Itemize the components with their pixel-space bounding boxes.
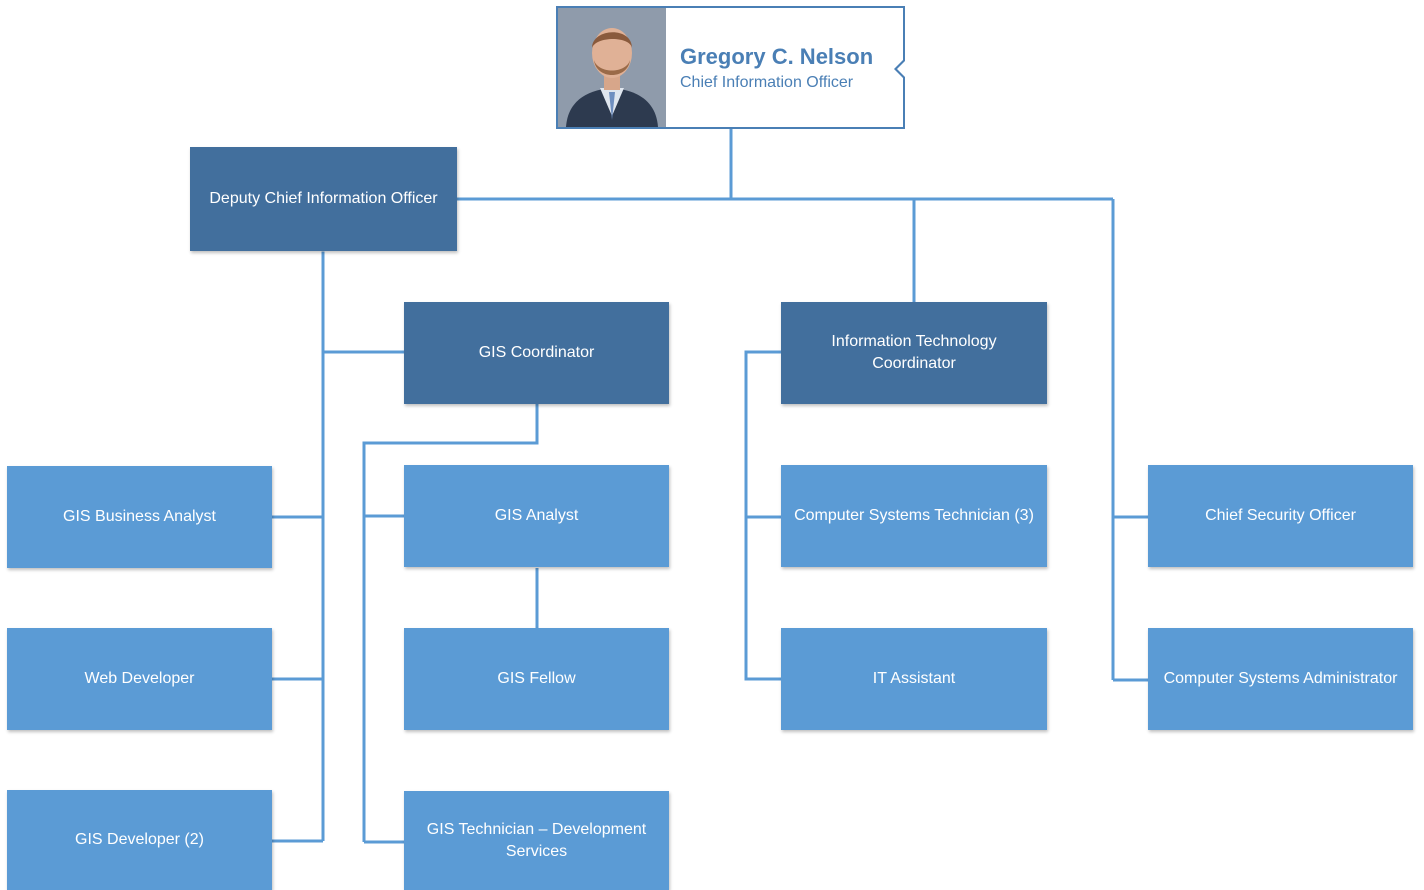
org-box-computer-systems-administrator[interactable]: Computer Systems Administrator [1148, 628, 1413, 730]
org-box-label: GIS Fellow [497, 670, 576, 687]
org-box-web-developer[interactable]: Web Developer [7, 628, 272, 730]
org-box-it-assistant[interactable]: IT Assistant [781, 628, 1047, 730]
org-box-label: Web Developer [84, 670, 195, 687]
org-box-label: Information Technology Coordinator [831, 333, 997, 372]
org-box-gis-business-analyst[interactable]: GIS Business Analyst [7, 466, 272, 568]
org-box-label: IT Assistant [872, 670, 956, 687]
org-box-gis-fellow[interactable]: GIS Fellow [404, 628, 669, 730]
org-box-label: GIS Technician – Development Services [426, 820, 647, 860]
org-box-label: GIS Business Analyst [63, 508, 216, 525]
org-box-gis-analyst[interactable]: GIS Analyst [404, 465, 669, 567]
org-box-label: GIS Coordinator [478, 344, 595, 361]
org-box-label: Chief Security Officer [1205, 507, 1356, 524]
org-box-chief-security-officer[interactable]: Chief Security Officer [1148, 465, 1413, 567]
cio-photo [558, 8, 666, 127]
org-box-label: Deputy Chief Information Officer [209, 190, 438, 207]
org-box-label: GIS Developer (2) [75, 831, 204, 848]
org-box-gis-developer[interactable]: GIS Developer (2) [7, 790, 272, 890]
org-box-label: GIS Analyst [494, 507, 579, 524]
org-box-gis-coordinator[interactable]: GIS Coordinator [404, 302, 669, 404]
org-box-computer-systems-technician[interactable]: Computer Systems Technician (3) [781, 465, 1047, 567]
connector-gis-coordinator-down [362, 404, 539, 842]
cio-name: Gregory C. Nelson [680, 44, 874, 69]
cio-card[interactable]: Gregory C. Nelson Chief Information Offi… [556, 6, 905, 129]
org-box-label: Computer Systems Technician (3) [794, 507, 1034, 524]
org-box-label: Computer Systems Administrator [1163, 670, 1398, 687]
org-box-gis-technician[interactable]: GIS Technician – Development Services [404, 791, 669, 890]
collapse-arrow-inner [897, 61, 905, 77]
org-box-it-coordinator[interactable]: Information Technology Coordinator [781, 302, 1047, 404]
cio-title: Chief Information Officer [680, 74, 854, 91]
org-box-deputy-cio[interactable]: Deputy Chief Information Officer [190, 147, 457, 251]
